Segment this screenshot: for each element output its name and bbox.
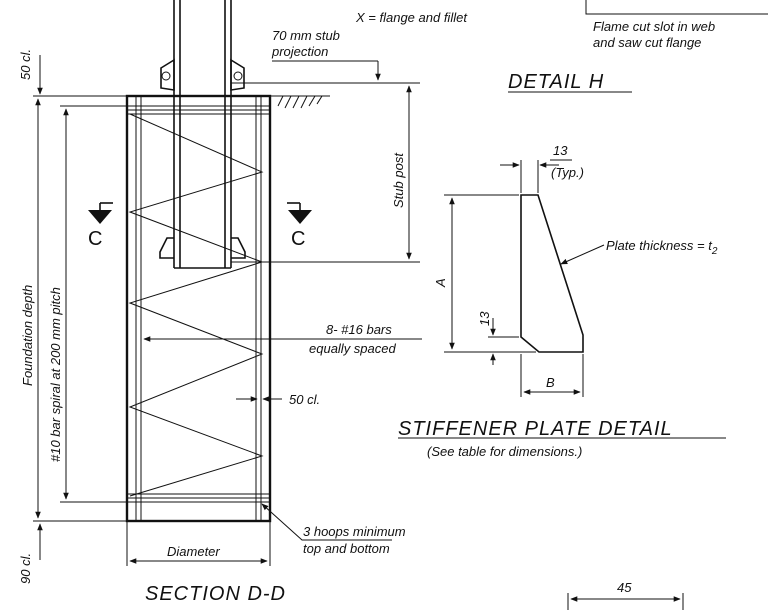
hoops-label-1: 3 hoops minimum: [303, 524, 406, 539]
stub-projection-callout: [272, 60, 381, 81]
typ-label: (Typ.): [551, 165, 584, 180]
stiffener-title: STIFFENER PLATE DETAIL: [398, 418, 673, 440]
bars-label-1: 8- #16 bars: [326, 322, 392, 337]
spiral-label: #10 bar spiral at 200 mm pitch: [48, 287, 63, 462]
dim-b: B: [546, 375, 555, 390]
dim-13-top: 13: [553, 143, 568, 158]
ground-line: [270, 95, 330, 109]
stiffener-note: (See table for dimensions.): [427, 444, 582, 459]
left-dimensions: [33, 55, 136, 560]
section-d-d: [33, 0, 422, 566]
x-flange-fillet-label: X = flange and fillet: [355, 10, 468, 25]
plate-thickness-label: Plate thickness = t2: [606, 238, 718, 257]
section-cut-marker-right: [287, 202, 312, 224]
stiffener-plate-detail: 13 (Typ.) Plate thickness = t2 A 13 B ST…: [398, 143, 726, 459]
section-cut-label-right: C: [291, 228, 305, 250]
bars-label-2: equally spaced: [309, 341, 396, 356]
diameter-label: Diameter: [167, 544, 220, 559]
foundation-depth-label: Foundation depth: [20, 285, 35, 386]
cover-bottom-label: 90 cl.: [18, 553, 33, 584]
stub-projection-label-2: projection: [271, 44, 328, 59]
diameter-dimension: [126, 521, 271, 566]
flame-cut-label-2: and saw cut flange: [593, 35, 701, 50]
detail-h: Flame cut slot in web and saw cut flange…: [508, 0, 768, 93]
stub-post: [159, 0, 246, 269]
section-cut-marker-left: [88, 202, 113, 224]
section-cut-label-left: C: [88, 228, 102, 250]
section-dd-title: SECTION D-D: [145, 583, 286, 605]
cover-side-label: 50 cl.: [289, 392, 320, 407]
dim-45-label: 45: [617, 580, 632, 595]
stiffener-plate-outline: [520, 194, 584, 353]
dim-a: A: [433, 278, 448, 288]
stub-projection-label-1: 70 mm stub: [272, 28, 340, 43]
reinforcement-cage: [128, 96, 270, 521]
dim-13-side: 13: [477, 311, 492, 326]
hoops-label-2: top and bottom: [303, 541, 390, 556]
detail-h-title: DETAIL H: [508, 71, 604, 93]
dim-45: 45: [567, 580, 684, 610]
foundation-outline: [125, 94, 272, 523]
flame-cut-label-1: Flame cut slot in web: [593, 19, 715, 34]
cover-top-label: 50 cl.: [18, 49, 33, 80]
stub-post-label: Stub post: [391, 152, 406, 208]
